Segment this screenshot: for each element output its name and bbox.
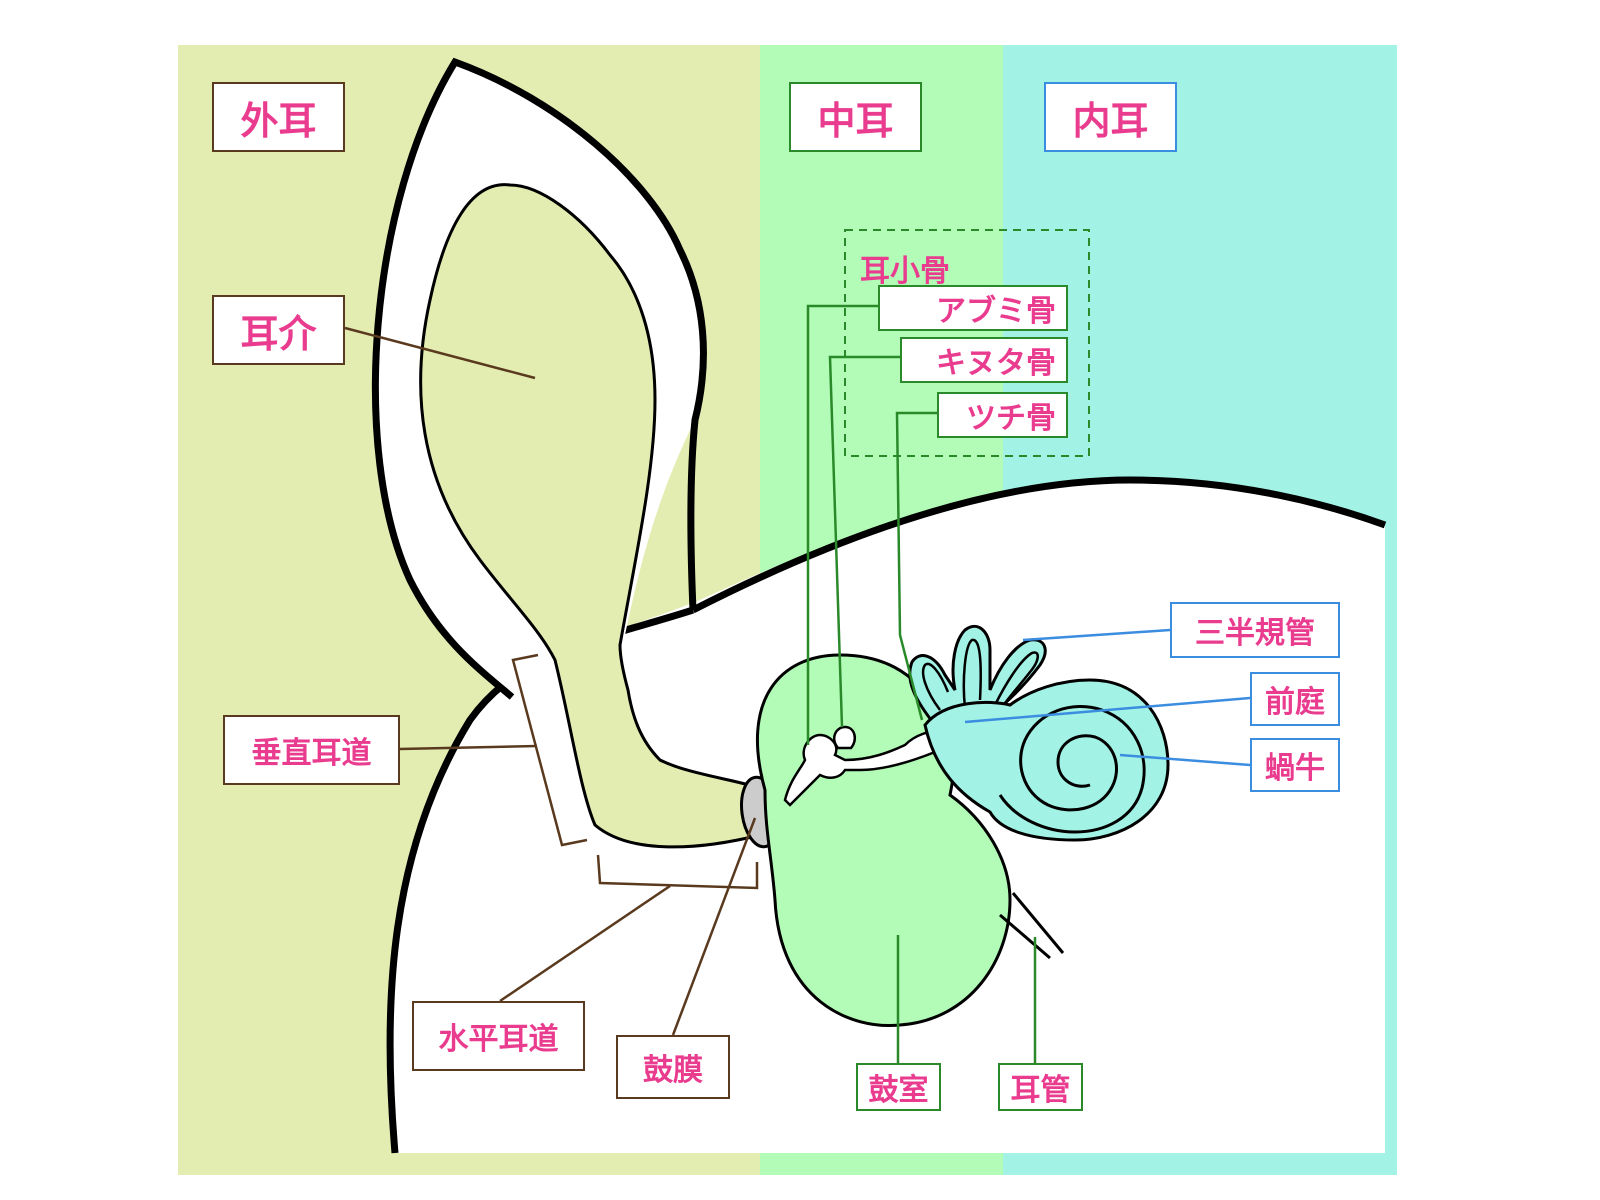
inner-ear-label: 内耳 xyxy=(1044,82,1177,152)
semicircular-canal-inner-2 xyxy=(962,638,982,709)
cochlea-leader xyxy=(1119,753,1251,767)
incus-leader xyxy=(828,355,900,728)
eustachian-tube-label: 耳管 xyxy=(998,1063,1083,1111)
vestibule-leader xyxy=(964,696,1251,724)
eardrum-label: 鼓膜 xyxy=(616,1035,730,1099)
vestibule-label: 前庭 xyxy=(1250,672,1340,726)
semicircular-canals-leader xyxy=(1022,628,1171,642)
ossicles-group-box xyxy=(844,229,1090,457)
semicircular-canal-inner-1 xyxy=(921,662,950,711)
vertical-canal-label: 垂直耳道 xyxy=(223,715,400,785)
stapes-leader xyxy=(806,304,878,745)
malleus-label: ツチ骨 xyxy=(937,392,1068,438)
auricle-outline xyxy=(371,57,707,700)
eustachian-tube-b xyxy=(1011,892,1065,954)
outer-ear-label: 外耳 xyxy=(212,82,345,152)
incus-head xyxy=(833,725,857,750)
incus-label: キヌタ骨 xyxy=(900,337,1068,383)
ossicles-label: 耳小骨 xyxy=(860,254,950,289)
tympanic-cavity-label: 鼓室 xyxy=(856,1063,941,1111)
concha-outline xyxy=(419,183,766,849)
semicircular-canals-shape xyxy=(908,624,1047,727)
eustachian-tube-a xyxy=(999,913,1051,960)
vertical-canal-bracket xyxy=(511,653,588,847)
semicircular-canal-inner-3 xyxy=(993,651,1039,711)
semicircular-canals-label: 三半規管 xyxy=(1170,602,1340,658)
head-top-outline xyxy=(691,476,1387,614)
malleus-leader xyxy=(895,411,937,721)
cochlea-label: 蝸牛 xyxy=(1250,738,1340,792)
horizontal-canal-bracket xyxy=(596,854,759,890)
stapes-label: アブミ骨 xyxy=(878,285,1068,331)
concha-shape xyxy=(420,184,765,847)
auricle-label: 耳介 xyxy=(212,295,345,365)
eardrum-leader xyxy=(671,817,757,1036)
middle-ear-label: 中耳 xyxy=(789,82,922,152)
cochlea-spiral xyxy=(998,705,1146,834)
vertical-canal-leader xyxy=(399,744,538,751)
auricle-leader xyxy=(344,326,536,380)
horizontal-canal-label: 水平耳道 xyxy=(412,1001,585,1071)
horizontal-canal-leader xyxy=(499,884,671,1003)
